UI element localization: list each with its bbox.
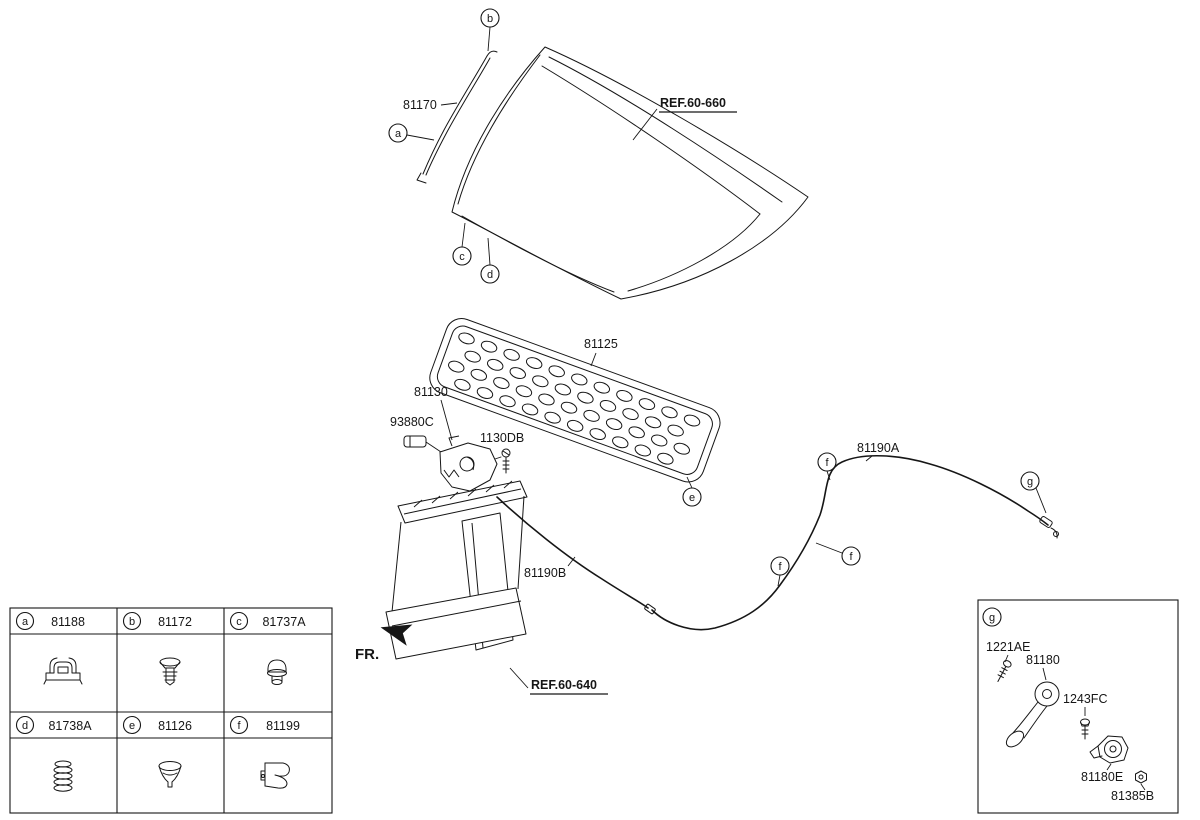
hood-panel-drawing xyxy=(451,46,809,300)
callout-b: b xyxy=(480,8,500,52)
hood-release-cable-rear xyxy=(651,454,1049,631)
table-part-81188: 81188 xyxy=(51,615,85,629)
handle-box-callout-letter: g xyxy=(989,612,995,624)
hood-insulator-pad xyxy=(429,318,721,483)
table-callout-f: f xyxy=(237,720,241,732)
bolt-1130DB-icon xyxy=(494,448,511,474)
callout-g: g xyxy=(1020,471,1047,514)
callout-f-3: f xyxy=(770,556,790,587)
label-81170: 81170 xyxy=(403,98,437,112)
ref-link-front-end[interactable]: REF.60-640 xyxy=(509,667,608,695)
table-callout-b: b xyxy=(129,616,135,628)
callout-d: d xyxy=(480,237,500,284)
table-part-81172: 81172 xyxy=(158,615,192,629)
callout-f-2: f xyxy=(815,542,861,566)
callout-c-letter: c xyxy=(459,251,465,263)
cable-end-fitting xyxy=(1039,516,1059,539)
table-part-81737A: 81737A xyxy=(262,615,306,629)
leader-81125 xyxy=(590,352,597,367)
label-1221AE: 1221AE xyxy=(986,640,1030,654)
callout-c: c xyxy=(452,222,472,266)
callout-e: e xyxy=(682,476,702,507)
table-callout-d: d xyxy=(22,720,28,732)
fastener-icon-81126 xyxy=(158,761,182,788)
leader-81190A xyxy=(865,455,873,462)
ref-link-hood-label[interactable]: REF.60-660 xyxy=(660,96,726,110)
callout-f1-letter: f xyxy=(825,457,829,469)
fastener-icon-81738A xyxy=(53,760,73,792)
fastener-legend-table: a 81188 b 81172 c 81737A d 81738A e 8112… xyxy=(9,607,333,814)
table-cell-d-header: d 81738A xyxy=(15,715,92,735)
hood-latch-assembly xyxy=(439,435,498,492)
table-callout-e: e xyxy=(129,720,135,732)
label-81385B: 81385B xyxy=(1111,789,1154,803)
hood-switch-93880C-icon xyxy=(403,435,442,453)
label-81180: 81180 xyxy=(1026,653,1060,667)
callout-f-1: f xyxy=(817,452,837,481)
screw-1221AE-icon xyxy=(997,660,1012,682)
table-part-81738A: 81738A xyxy=(48,719,92,733)
callout-d-letter: d xyxy=(487,269,493,281)
leader-81385B xyxy=(1140,783,1146,791)
table-cell-a-header: a 81188 xyxy=(15,611,85,631)
table-part-81199: 81199 xyxy=(266,719,300,733)
screw-1243FC-icon xyxy=(1080,718,1090,740)
callout-b-letter: b xyxy=(487,13,493,25)
nut-81385B-icon xyxy=(1135,770,1147,784)
hood-release-cable-front xyxy=(496,496,649,609)
callout-a-letter: a xyxy=(395,128,402,140)
leader-81130 xyxy=(440,399,453,441)
ref-link-front-end-label[interactable]: REF.60-640 xyxy=(531,678,597,692)
fr-direction-arrow xyxy=(380,624,413,646)
label-1243FC: 1243FC xyxy=(1063,692,1107,706)
table-callout-c: c xyxy=(236,616,242,628)
label-1130DB: 1130DB xyxy=(480,431,524,445)
label-93880C: 93880C xyxy=(390,415,434,429)
table-part-81126: 81126 xyxy=(158,719,192,733)
table-callout-a: a xyxy=(22,616,29,628)
leader-81170 xyxy=(440,102,458,106)
label-81190A: 81190A xyxy=(857,441,900,455)
fastener-icon-81172 xyxy=(159,657,181,686)
table-cell-c-header: c 81737A xyxy=(229,611,306,631)
table-cell-f-header: f 81199 xyxy=(229,715,300,735)
table-cell-e-header: e 81126 xyxy=(122,715,192,735)
radiator-support-frame xyxy=(385,480,528,660)
leader-81190B xyxy=(567,556,576,567)
fastener-icon-81199 xyxy=(260,762,290,789)
table-cell-b-header: b 81172 xyxy=(122,611,192,631)
label-81180E: 81180E xyxy=(1081,770,1123,784)
callout-g-letter: g xyxy=(1027,476,1033,488)
leader-81180E xyxy=(1106,763,1112,771)
callout-e-letter: e xyxy=(689,492,695,504)
fr-label: FR. xyxy=(355,646,379,663)
label-81125: 81125 xyxy=(584,337,618,351)
hood-latch-release-lever-icon xyxy=(1089,735,1129,764)
hood-support-rod xyxy=(416,50,498,184)
label-81190B: 81190B xyxy=(524,566,566,580)
handle-detail-box: g 1221AE 81180 1243FC 81180E xyxy=(977,599,1179,814)
fastener-icon-81737A xyxy=(267,659,287,685)
callout-a: a xyxy=(388,123,435,143)
callout-f2-letter: f xyxy=(849,551,853,563)
label-81130: 81130 xyxy=(414,385,448,399)
leader-81180 xyxy=(1042,667,1047,681)
fastener-icon-81188 xyxy=(43,657,83,685)
callout-f3-letter: f xyxy=(778,561,782,573)
hood-release-handle-icon xyxy=(1005,681,1060,748)
ref-link-hood[interactable]: REF.60-660 xyxy=(632,96,737,141)
